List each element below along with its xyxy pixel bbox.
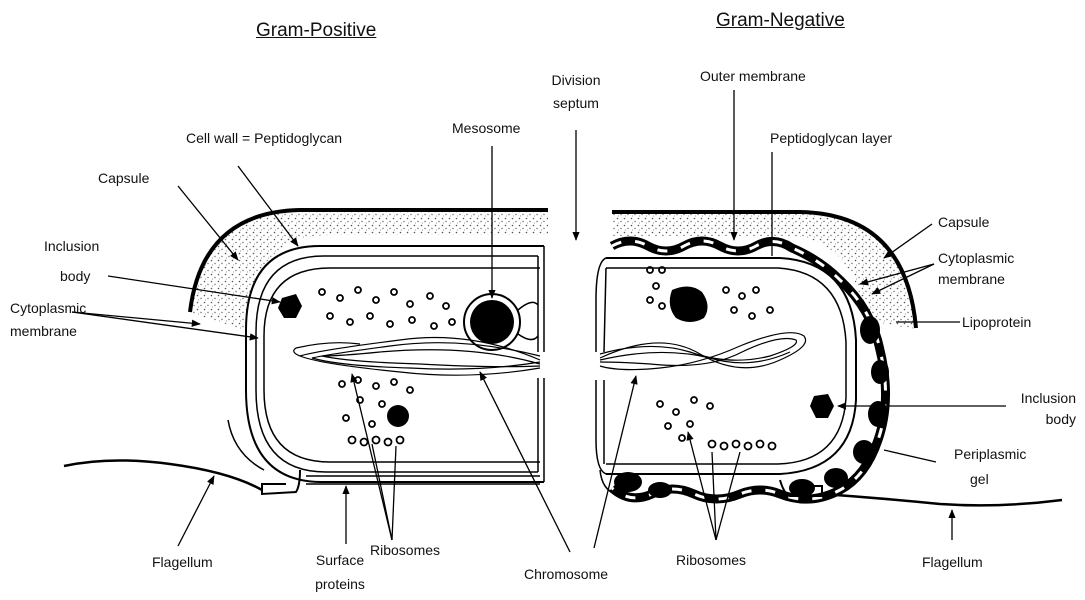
pointer-chromosome-right <box>594 376 636 548</box>
inclusion-body-left-shape <box>278 294 302 318</box>
label-peptidoglycan-layer: Peptidoglycan layer <box>770 130 892 147</box>
label-body-left-line2: body <box>44 268 99 285</box>
inclusion-body-right-large <box>670 286 708 322</box>
outer-membrane-shape <box>612 241 886 499</box>
capsule-right-shape <box>612 212 918 330</box>
label-membrane-left-line2: membrane <box>10 323 86 340</box>
flagellum-right-shape <box>822 494 1062 505</box>
mesosome-shape <box>464 294 538 350</box>
label-cell-wall: Cell wall = Peptidoglycan <box>186 130 342 147</box>
flagellum-left-shape <box>64 460 262 490</box>
label-periplasmic-line1: Periplasmic <box>954 446 1026 463</box>
chromosome-right-shape <box>600 333 806 370</box>
label-cytoplasmic-membrane-left: Cytoplasmic membrane <box>10 300 86 340</box>
label-body-right-line2: body <box>1000 411 1076 428</box>
label-flagellum-right: Flagellum <box>922 554 983 571</box>
pointer-ribosomes-left-b <box>372 444 392 540</box>
inclusion-body-left-small <box>387 405 409 427</box>
gram-positive-cell <box>64 210 548 494</box>
label-inclusion-right-line1: Inclusion <box>1000 390 1076 407</box>
ribosomes-left-shape <box>319 287 455 446</box>
label-surface-proteins: Surface proteins <box>300 552 380 593</box>
label-cytoplasmic-right-line1: Cytoplasmic <box>938 250 1014 267</box>
label-inclusion-body-right: Inclusion body <box>1000 390 1076 428</box>
label-mesosome: Mesosome <box>452 120 520 137</box>
label-capsule-right: Capsule <box>938 214 989 231</box>
chromosome-left-shape <box>294 338 540 376</box>
label-gel-line2: gel <box>954 471 1026 488</box>
label-cytoplasmic-membrane-right: Cytoplasmic membrane <box>938 250 1014 288</box>
pointer-capsule-left <box>178 186 238 260</box>
label-chromosome: Chromosome <box>524 566 608 583</box>
pointer-ribosomes-left-c <box>392 446 396 540</box>
label-membrane-right-line2: membrane <box>938 271 1014 288</box>
label-division-septum: Division septum <box>546 72 606 112</box>
label-outer-membrane: Outer membrane <box>700 68 806 85</box>
label-capsule-left: Capsule <box>98 170 149 187</box>
label-inclusion-body-left: Inclusion body <box>44 238 99 285</box>
label-flagellum-left: Flagellum <box>152 554 213 571</box>
label-cytoplasmic-left-line1: Cytoplasmic <box>10 300 86 317</box>
pointer-flagellum-left <box>178 476 214 546</box>
pointer-ribosomes-left-a <box>352 374 392 540</box>
cytoplasmic-membrane-right-shape <box>606 268 846 464</box>
label-inclusion-left-line1: Inclusion <box>44 238 99 255</box>
cytoplasmic-membrane-left-shape <box>264 268 540 462</box>
label-division-line1: Division <box>546 72 606 89</box>
label-ribosomes-left: Ribosomes <box>370 542 440 559</box>
label-proteins-line2: proteins <box>300 576 380 593</box>
title-gram-negative: Gram-Negative <box>716 10 845 32</box>
cell-wall-left-outer <box>246 246 544 482</box>
pointer-capsule-right <box>884 224 932 258</box>
inclusion-body-right-shape <box>810 394 834 418</box>
label-septum-line2: septum <box>546 95 606 112</box>
label-surface-line1: Surface <box>300 552 380 569</box>
title-gram-positive: Gram-Positive <box>256 20 376 42</box>
label-ribosomes-right: Ribosomes <box>676 552 746 569</box>
pointer-cytoplasmic-left-a <box>72 312 200 324</box>
label-periplasmic-gel: Periplasmic gel <box>954 446 1026 488</box>
pointer-periplasmic <box>884 450 936 462</box>
label-lipoprotein: Lipoprotein <box>962 314 1031 331</box>
